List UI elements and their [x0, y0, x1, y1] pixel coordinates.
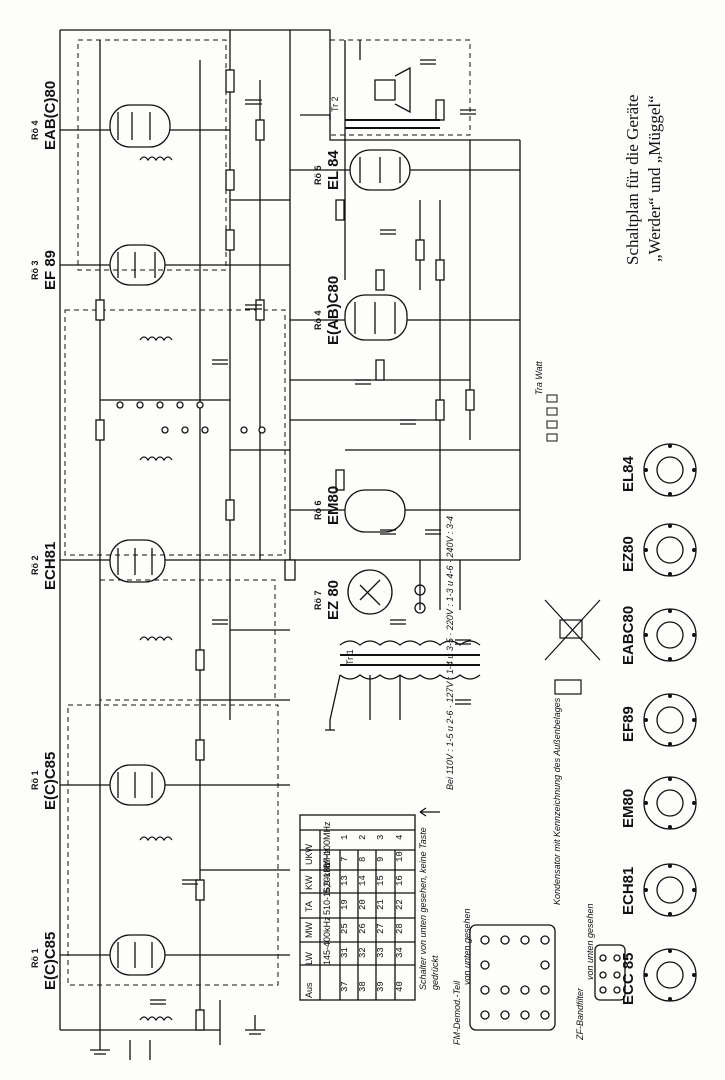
switch-cell: 10 — [395, 851, 405, 862]
title-line1: Schaltplan für die Geräte — [623, 94, 642, 265]
switch-cell: 16 — [395, 875, 405, 886]
lamp-legend — [546, 394, 558, 442]
switch-range-ukw: 87-100MHz — [322, 821, 332, 868]
switch-cell: 26 — [358, 923, 368, 934]
switch-cell: 37 — [340, 981, 350, 992]
switch-cell: 22 — [395, 899, 405, 910]
tube-envelope-ro4a — [109, 104, 171, 148]
tube-ro4b-type: E(AB)C80 — [325, 275, 342, 345]
tube-ro1b-type: E(C)C85 — [42, 931, 59, 990]
switch-cell: 20 — [358, 899, 368, 910]
fm-demod-box — [469, 924, 556, 1031]
socket-label-eabc80: EABC80 — [620, 605, 637, 665]
if-filter-note: von unten gesehen — [585, 903, 595, 980]
fm-demod-label: FM-Demod.-Teil — [452, 980, 462, 1045]
tube-ro7-ref: Rö 7 — [313, 590, 323, 610]
switch-cell: 40 — [395, 981, 405, 992]
switch-header-lw: LW — [304, 952, 314, 965]
tube-ro7-type: EZ 80 — [325, 579, 342, 620]
output-transformer-label: Tr 2 — [330, 96, 340, 112]
tube-ro2-ref: Rö 2 — [30, 555, 40, 575]
switch-cell: 1 — [340, 834, 350, 840]
switch-header-ukw: UKW — [304, 844, 314, 865]
socket-eabc80 — [643, 608, 697, 662]
tube-ro3-type: EF 89 — [42, 249, 59, 290]
voltage-note: Bei 110V : 1-5 u 2-6 · 127V : 1-4 u 3-5 … — [445, 516, 455, 790]
switch-cell: 4 — [395, 834, 405, 840]
socket-label-em80: EM80 — [620, 788, 637, 828]
switch-cell: 21 — [376, 899, 386, 910]
switch-table — [299, 814, 416, 1001]
switch-cell: 3 — [376, 834, 386, 840]
potentiometer-detail — [544, 599, 601, 695]
switch-header-ta: TA — [304, 901, 314, 912]
tube-ro4a-type: EAB(C)80 — [42, 80, 59, 150]
title-line2: „Werder“ und „Müggel“ — [645, 95, 664, 262]
tube-ro1-type: E(C)C85 — [42, 751, 59, 810]
tube-ro2-type: ECH81 — [42, 541, 59, 590]
switch-header-kw: KW — [304, 875, 314, 891]
socket-label-ef89: EF89 — [620, 706, 637, 742]
switch-cell: 28 — [395, 923, 405, 934]
switch-cell: 19 — [340, 899, 350, 910]
socket-ef89 — [643, 693, 697, 747]
tube-ro4b-ref: Rö 4 — [313, 310, 323, 330]
tube-ro6-ref: Rö 6 — [313, 500, 323, 520]
switch-cell: 2 — [358, 834, 368, 840]
tube-envelope-ro7 — [347, 569, 393, 615]
socket-em80 — [643, 776, 697, 830]
switch-range-lw: 145-400kHz — [322, 916, 332, 965]
lamp-label: Tra Watt — [534, 361, 544, 395]
tube-ro1b-ref: Rö 1 — [30, 948, 40, 968]
switch-cell: 15 — [376, 875, 386, 886]
transformer-label: Tr 1 — [345, 649, 355, 665]
switch-cell: 14 — [358, 875, 368, 886]
capacitor-note: Kondensator mit Kennzeichnung des Außenb… — [552, 697, 562, 905]
switch-header-aus: Aus — [304, 982, 314, 998]
switch-header-mw: MW — [304, 922, 314, 938]
tube-ro6-type: EM80 — [325, 485, 342, 525]
switch-cell: 32 — [358, 947, 368, 958]
switch-cell: 34 — [395, 947, 405, 958]
switch-caption-2: gedrückt — [430, 955, 440, 990]
if-filter-box — [594, 944, 626, 1001]
socket-el84 — [643, 443, 697, 497]
fm-demod-note: von unten gesehen — [462, 908, 472, 985]
switch-cell: 31 — [340, 947, 350, 958]
tube-ro3-ref: Rö 3 — [30, 260, 40, 280]
tube-envelope-ro6 — [344, 489, 406, 533]
tube-envelope-ro4b — [344, 294, 408, 341]
socket-ez80 — [643, 523, 697, 577]
block-ro4 — [77, 39, 227, 271]
switch-cell: 13 — [340, 875, 350, 886]
tube-ro1-ref: Rö 1 — [30, 770, 40, 790]
socket-diagrams — [643, 443, 697, 1002]
switch-cell: 33 — [376, 947, 386, 958]
switch-cell: 8 — [358, 856, 368, 862]
socket-label-ech81: ECH81 — [620, 866, 637, 915]
socket-label-ez80: EZ80 — [620, 536, 637, 572]
if-filter-label: ZF-Bandfilter — [575, 987, 585, 1040]
socket-ecc85 — [643, 948, 697, 1002]
switch-cell: 38 — [358, 981, 368, 992]
tube-ro5-ref: Rö 5 — [313, 165, 323, 185]
tube-ro5-type: EL 84 — [325, 150, 342, 190]
switch-caption: Schalter von unten gesehen, keine Taste — [418, 827, 428, 990]
switch-cell: 9 — [376, 856, 386, 862]
socket-label-ecc85: ECC 85 — [620, 952, 637, 1005]
tube-ro4a-ref: Rö 4 — [30, 120, 40, 140]
switch-cell: 39 — [376, 981, 386, 992]
switch-cell: 7 — [340, 856, 350, 862]
socket-label-el84: EL84 — [620, 456, 637, 492]
tube-envelope-ro2 — [109, 539, 166, 583]
socket-ech81 — [643, 863, 697, 917]
switch-cell: 27 — [376, 923, 386, 934]
switch-cell: 25 — [340, 923, 350, 934]
